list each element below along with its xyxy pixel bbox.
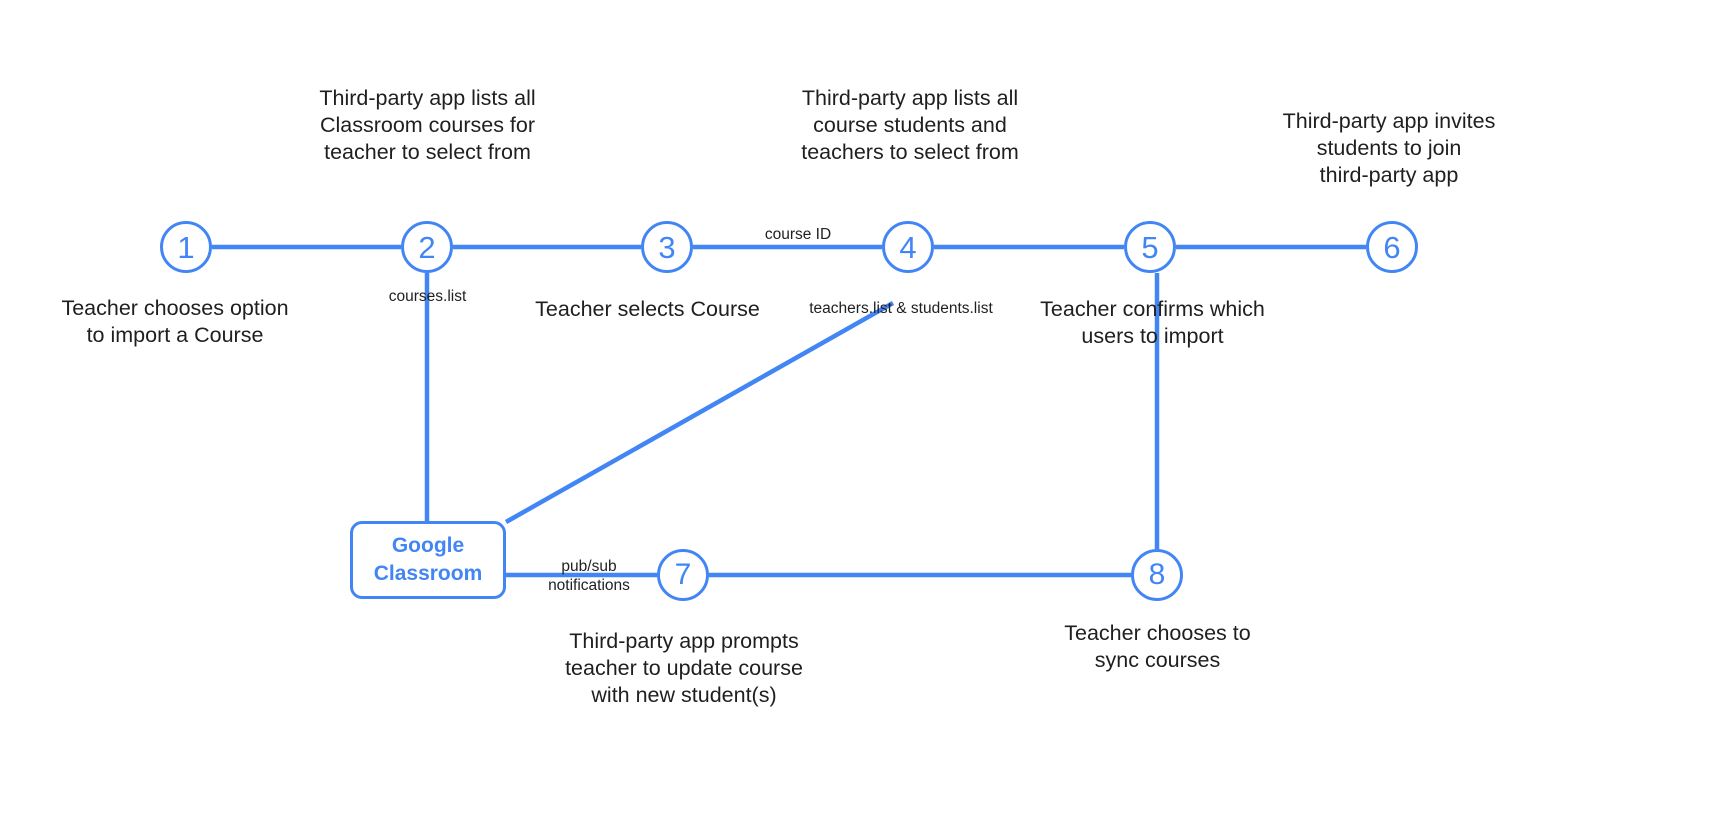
google-classroom-line2: Classroom (373, 562, 483, 585)
step-node-7[interactable]: 7 (657, 549, 709, 601)
step-node-6[interactable]: 6 (1366, 221, 1418, 273)
edge-label-courses-list: courses.list (388, 288, 467, 305)
edge-classroom-4 (504, 301, 895, 524)
edge-label-course-id: course ID (764, 226, 832, 243)
step-node-6-label: 6 (1383, 229, 1401, 265)
step-node-1-label: 1 (177, 229, 195, 265)
step-node-5[interactable]: 5 (1124, 221, 1176, 273)
step-node-2-label: 2 (418, 229, 436, 265)
google-classroom-line1: Google (391, 533, 465, 557)
caption-step-7: Third-party app prompts teacher to updat… (565, 629, 803, 707)
caption-step-6: Third-party app invites students to join… (1282, 109, 1496, 187)
step-node-4[interactable]: 4 (882, 221, 934, 273)
step-node-1[interactable]: 1 (160, 221, 212, 273)
step-node-8[interactable]: 8 (1131, 549, 1183, 601)
step-node-5-label: 5 (1141, 229, 1159, 265)
caption-step-5: Teacher confirms which users to import (1040, 297, 1265, 348)
caption-step-4: Third-party app lists all course student… (801, 86, 1019, 164)
caption-step-8: Teacher chooses to sync courses (1064, 621, 1251, 672)
caption-step-3: Teacher selects Course (535, 297, 760, 321)
caption-step-2: Third-party app lists all Classroom cour… (319, 86, 536, 164)
step-node-4-label: 4 (899, 229, 917, 265)
step-node-3[interactable]: 3 (641, 221, 693, 273)
google-classroom-box[interactable]: Google Classroom (350, 521, 506, 599)
step-node-8-label: 8 (1148, 558, 1166, 591)
step-node-7-label: 7 (674, 558, 692, 591)
step-node-3-label: 3 (658, 229, 676, 265)
edge-label-teachers-students-list: teachers.list & students.list (809, 300, 993, 317)
step-node-2[interactable]: 2 (401, 221, 453, 273)
edge-label-pubsub: pub/sub notifications (548, 558, 630, 594)
caption-step-1: Teacher chooses option to import a Cours… (61, 296, 289, 347)
